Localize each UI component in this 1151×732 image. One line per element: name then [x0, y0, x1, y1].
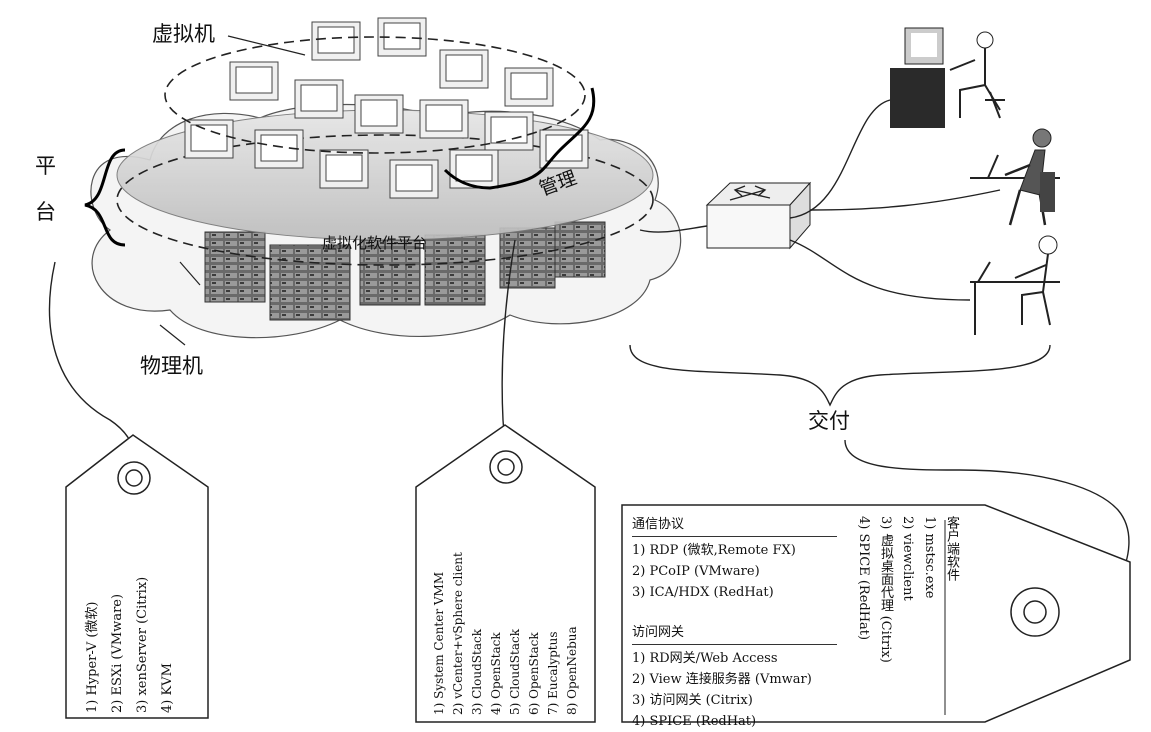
user-workstation-1 [890, 27, 1005, 128]
platform-dashed-ring [116, 134, 654, 266]
gateway-item: 2) View 连接服务器 (Vmwar) [632, 672, 812, 687]
label-vm: 虚拟机 [152, 22, 215, 46]
tag-management-item: 3) CloudStack [470, 629, 484, 715]
label-software-platform: 虚拟化软件平台 [322, 234, 428, 252]
platform-brace [84, 148, 126, 247]
tag-delivery-clients: 客户端软件 1) mstsc.exe 2) viewclient 3) 虚拟桌面… [856, 516, 962, 716]
tag-management-item: 5) CloudStack [508, 629, 522, 715]
tag-platform-item: 2) ESXi (VMware) [110, 593, 125, 713]
tag-management [415, 424, 596, 723]
label-platform-1: 平 [35, 154, 56, 178]
vm-dashed-ellipse [164, 36, 586, 154]
tag-management-item: 8) OpenNebua [565, 626, 579, 715]
gateway-item: 3) 访问网关 (Citrix) [632, 693, 753, 708]
user-workstation-2 [970, 128, 1060, 226]
tag-delivery-protocols: 通信协议 1) RDP (微软,Remote FX) 2) PCoIP (VMw… [632, 514, 837, 603]
protocol-item: 1) RDP (微软,Remote FX) [632, 543, 796, 558]
client-item: 2) viewclient [900, 516, 915, 601]
tag-platform-item: 4) KVM [160, 663, 175, 713]
vm-monitor-group [184, 17, 589, 199]
client-item: 3) 虚拟桌面代理 (Citrix) [878, 516, 893, 663]
label-physical: 物理机 [140, 354, 203, 378]
gateway-item: 1) RD网关/Web Access [632, 651, 778, 666]
tag-platform-item: 3) xenServer (Citrix) [135, 576, 150, 713]
tag-platform-text: 1) Hyper-V (微软) 2) ESXi (VMware) 3) xenS… [80, 508, 200, 713]
tag-management-item: 4) OpenStack [489, 632, 503, 715]
tag-delivery-gateways: 访问网关 1) RD网关/Web Access 2) View 连接服务器 (V… [632, 622, 837, 732]
protocol-title: 通信协议 [632, 514, 837, 537]
tag-management-item: 2) vCenter+vSphere client [451, 552, 465, 715]
tag-management-item: 1) System Center VMM [432, 571, 446, 715]
client-item: 4) SPICE (RedHat) [856, 516, 871, 641]
label-delivery: 交付 [808, 409, 850, 433]
tag-management-item: 7) Eucalyptus [546, 631, 560, 715]
protocol-item: 3) ICA/HDX (RedHat) [632, 585, 774, 600]
tag-management-item: 6) OpenStack [527, 632, 541, 715]
delivery-brace [629, 344, 1051, 407]
gateway-title: 访问网关 [632, 622, 837, 645]
management-brace [443, 87, 596, 190]
protocol-item: 2) PCoIP (VMware) [632, 564, 760, 579]
client-title: 客户端软件 [944, 516, 959, 581]
client-item: 1) mstsc.exe [922, 516, 937, 599]
tag-delivery [621, 504, 1131, 723]
label-platform-2: 台 [35, 200, 56, 224]
user-workstation-3 [970, 235, 1060, 335]
server-rack-group [204, 221, 606, 321]
gateway-item: 4) SPICE (RedHat) [632, 714, 757, 729]
network-switch [705, 181, 812, 250]
tag-platform-item: 1) Hyper-V (微软) [85, 601, 100, 714]
tag-platform [65, 434, 209, 719]
tag-management-text: 1) System Center VMM 2) vCenter+vSphere … [430, 510, 590, 715]
